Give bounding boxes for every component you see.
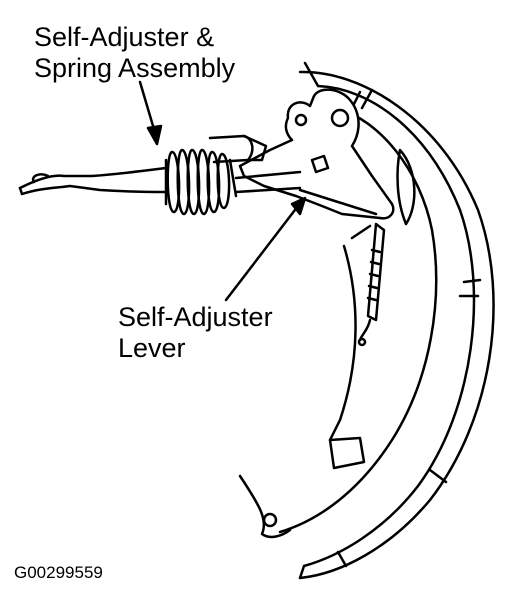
figure-code: G00299559: [14, 563, 103, 582]
spring-assembly-label: Self-Adjuster & Spring Assembly: [34, 22, 235, 84]
lever-label-line2: Lever: [118, 333, 186, 363]
spring-assembly-label-line1: Self-Adjuster &: [34, 22, 215, 52]
leader-lines: [138, 80, 307, 302]
spring-leader-arrowhead: [146, 124, 163, 146]
lever-label: Self-Adjuster Lever: [118, 302, 273, 364]
return-spring: [357, 222, 386, 347]
lever-leader-line: [224, 204, 300, 302]
brake-lining: [298, 61, 495, 580]
lever-label-line1: Self-Adjuster: [118, 302, 273, 332]
self-adjuster-lever: [238, 88, 395, 220]
self-adjuster-spring-assembly: [18, 134, 302, 216]
spring-assembly-label-line2: Spring Assembly: [34, 53, 236, 83]
lever-leader-arrowhead: [290, 196, 307, 216]
shoe-web: [238, 106, 438, 539]
